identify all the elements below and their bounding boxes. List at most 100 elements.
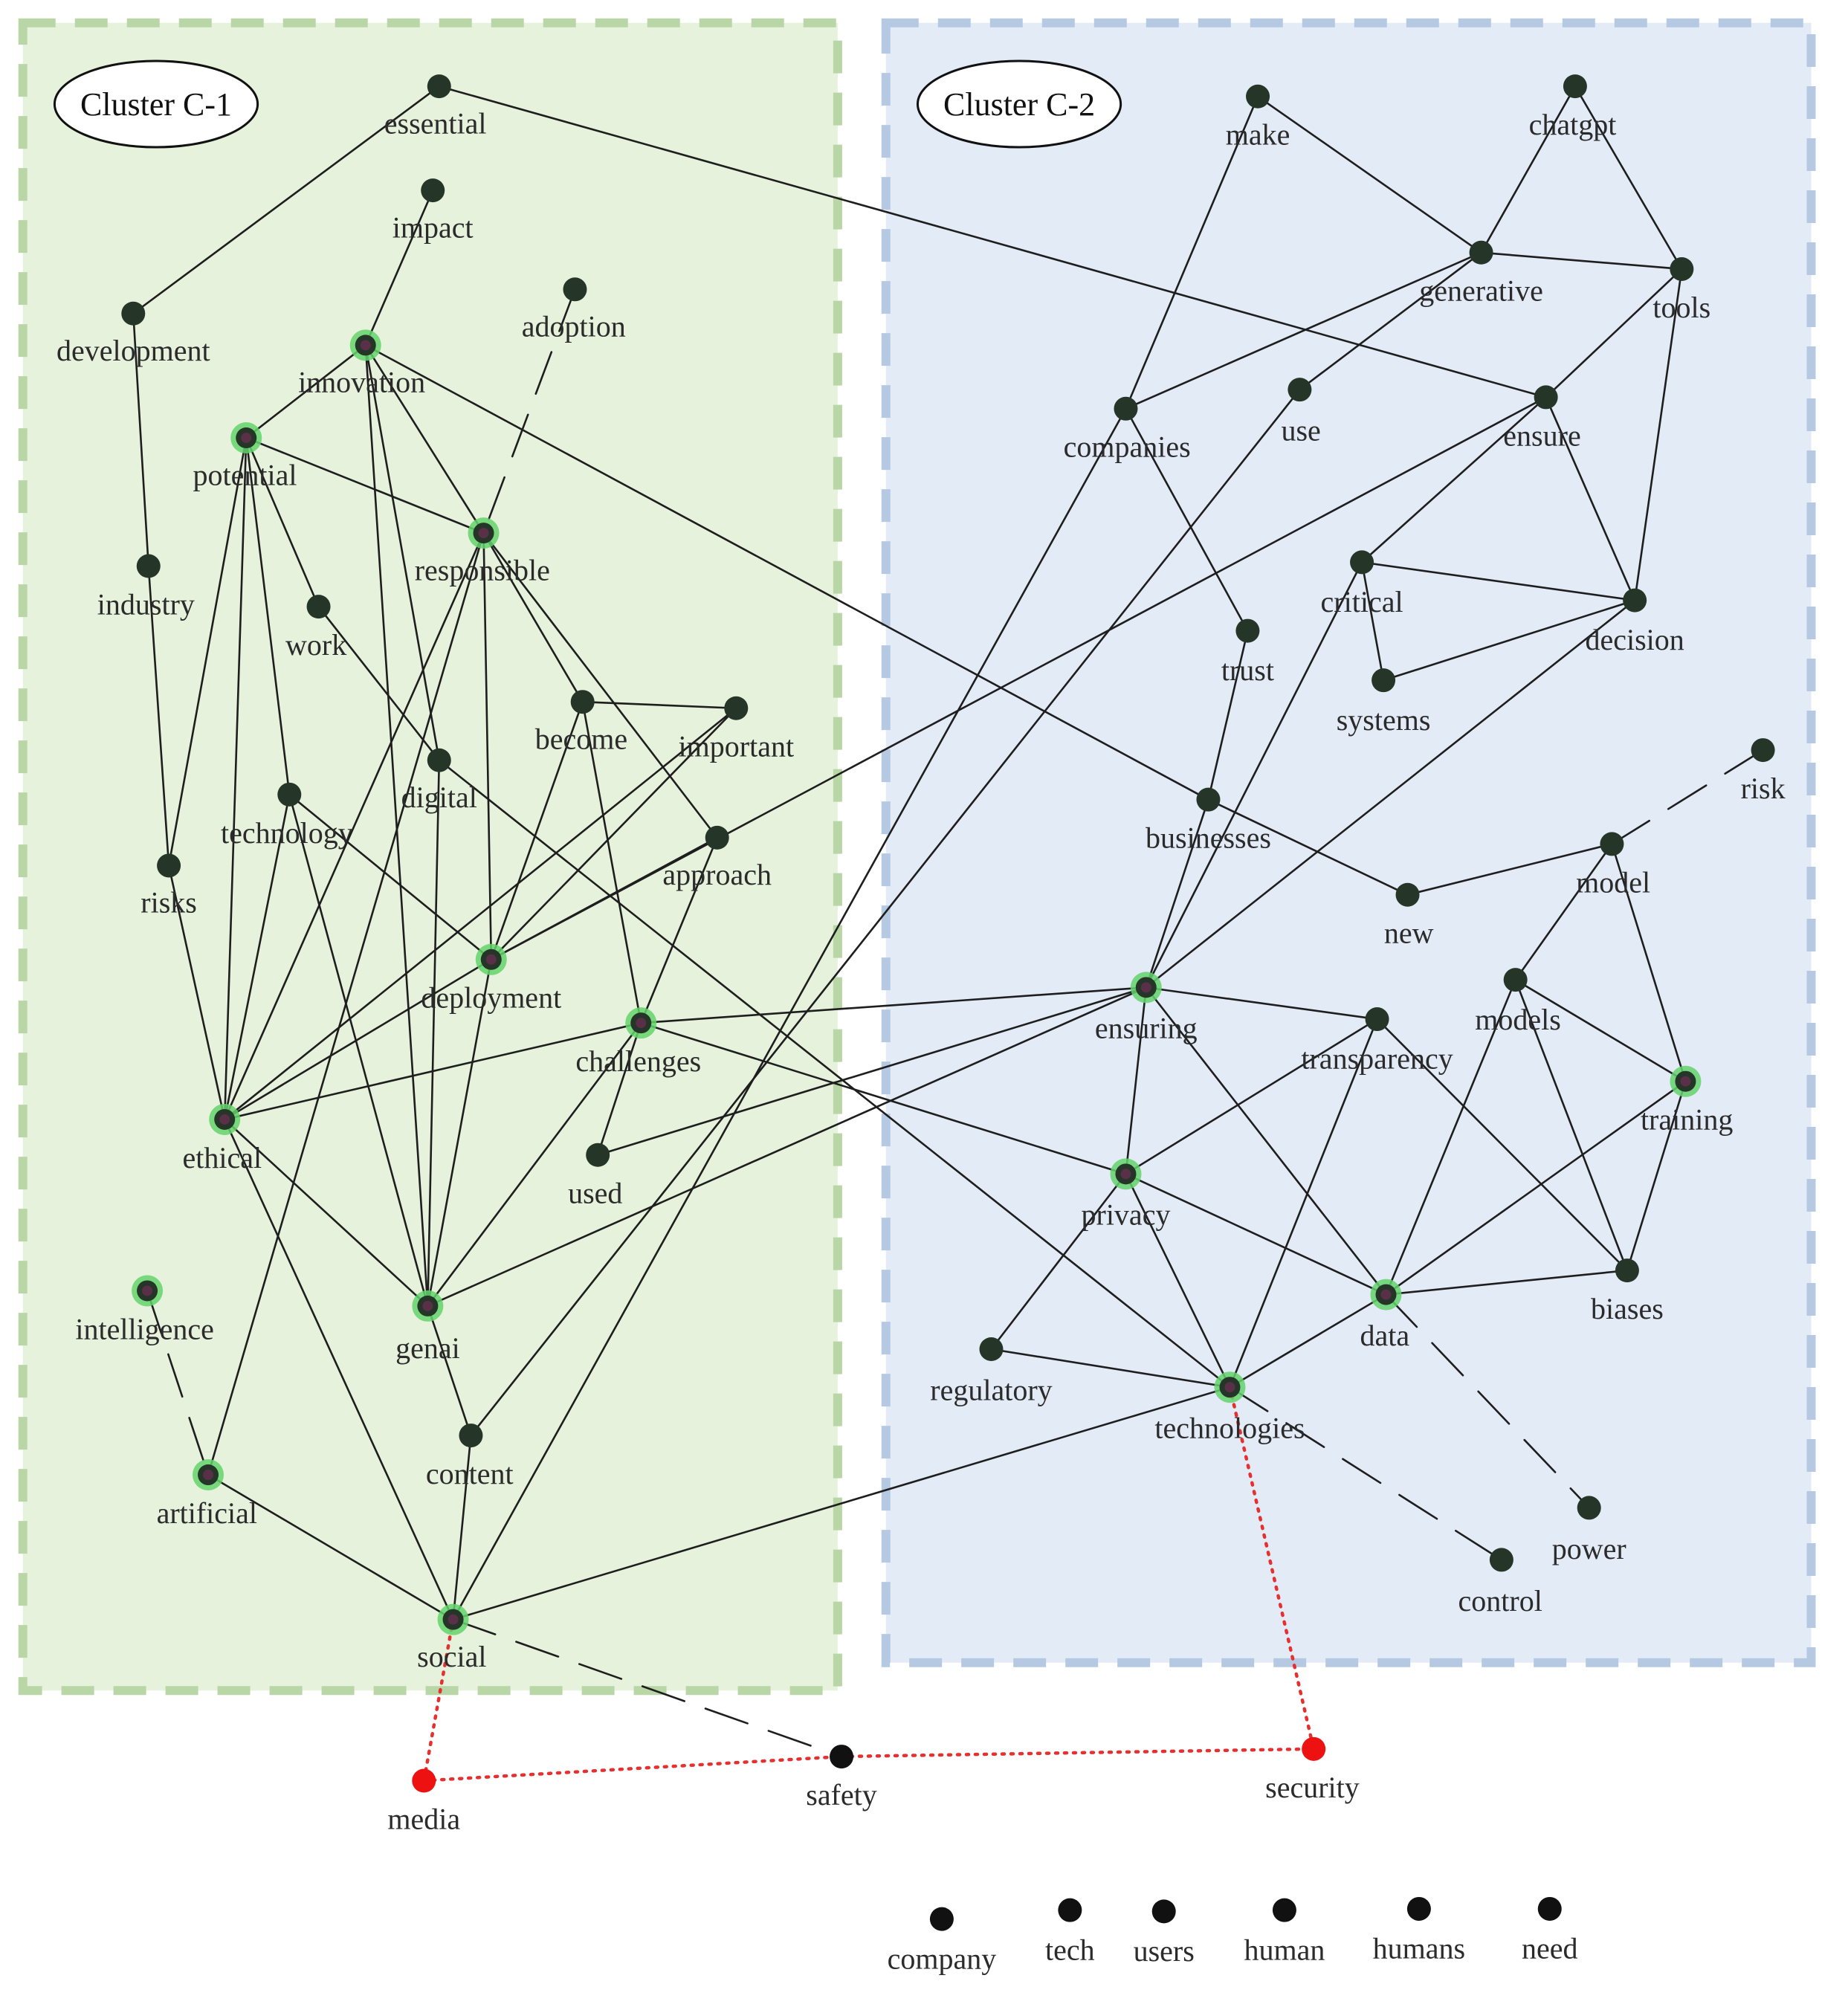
node-core-potential xyxy=(241,433,252,444)
edge-essential-ensure xyxy=(438,85,1547,398)
node-essential xyxy=(427,74,451,99)
edge-tools-decision xyxy=(1633,268,1683,601)
edge-responsible-deployment xyxy=(482,531,493,961)
edge-make-generative xyxy=(1256,95,1482,254)
legend-marker-tech xyxy=(1058,1898,1082,1922)
node-regulatory xyxy=(979,1337,1004,1361)
node-label-companies: companies xyxy=(1064,430,1191,464)
legend-label-need: need xyxy=(1522,1932,1578,1965)
edge-make-companies xyxy=(1125,95,1259,410)
edge-digital-technologies xyxy=(438,759,1231,1389)
node-core-ensuring xyxy=(1140,982,1151,993)
node-label-model: model xyxy=(1576,865,1650,899)
edge-potential-risks xyxy=(167,436,248,867)
node-risk xyxy=(1751,738,1775,763)
edge-intelligence-artificial xyxy=(146,1290,210,1476)
edge-technology-genai xyxy=(288,793,429,1308)
edge-critical-decision xyxy=(1360,561,1636,601)
node-tools xyxy=(1670,256,1694,281)
cluster-region-c1 xyxy=(18,18,842,1696)
edge-risks-ethical xyxy=(167,865,226,1121)
node-label-use: use xyxy=(1281,414,1320,447)
node-core-data xyxy=(1380,1289,1392,1300)
node-make xyxy=(1246,84,1270,109)
node-label-systems: systems xyxy=(1337,703,1431,737)
cluster-badge-c2 xyxy=(916,59,1122,149)
edge-data-power xyxy=(1385,1293,1590,1509)
edge-social-companies xyxy=(452,407,1127,1620)
label-layer: essentialimpactdevelopmentinnovationadop… xyxy=(56,106,1786,1835)
node-model xyxy=(1600,832,1624,856)
edge-transparency-biases xyxy=(1376,1018,1629,1272)
node-become xyxy=(570,690,595,714)
node-adoption xyxy=(563,277,587,302)
edge-challenges-genai xyxy=(427,1021,642,1308)
edge-companies-trust xyxy=(1125,407,1249,632)
node-content xyxy=(459,1424,483,1448)
node-label-content: content xyxy=(426,1457,514,1490)
edge-models-biases xyxy=(1514,978,1629,1272)
edge-important-deployment xyxy=(490,707,737,961)
cluster-label-c2: Cluster C-2 xyxy=(943,86,1095,123)
node-new xyxy=(1395,882,1420,907)
edge-critical-systems xyxy=(1360,561,1385,682)
node-label-deployment: deployment xyxy=(421,981,561,1015)
node-used xyxy=(586,1143,610,1167)
node-layer xyxy=(121,74,1775,1793)
node-label-training: training xyxy=(1641,1103,1733,1137)
node-label-ensure: ensure xyxy=(1503,419,1580,452)
node-control xyxy=(1489,1548,1513,1572)
legend-label-users: users xyxy=(1134,1934,1195,1968)
node-label-make: make xyxy=(1226,118,1290,152)
edge-model-models xyxy=(1514,843,1613,981)
edge-social-safety xyxy=(452,1618,843,1758)
node-label-risk: risk xyxy=(1741,772,1786,805)
edge-ensure-critical xyxy=(1360,396,1547,563)
node-critical xyxy=(1350,550,1374,575)
edge-technologies-security xyxy=(1228,1385,1316,1751)
node-label-adoption: adoption xyxy=(522,310,626,343)
node-core-challenges xyxy=(636,1018,647,1029)
node-core-artificial xyxy=(203,1470,214,1481)
node-label-artificial: artificial xyxy=(157,1496,257,1530)
node-label-biases: biases xyxy=(1591,1292,1664,1325)
node-label-genai: genai xyxy=(395,1331,460,1365)
node-label-safety: safety xyxy=(806,1778,877,1812)
node-label-innovation: innovation xyxy=(298,366,425,399)
node-digital xyxy=(427,748,451,772)
legend-marker-human xyxy=(1272,1898,1296,1922)
edge-deployment-genai xyxy=(427,958,493,1308)
edge-privacy-data xyxy=(1125,1173,1387,1296)
edge-technology-ethical xyxy=(223,793,291,1121)
edge-generative-tools xyxy=(1480,251,1683,271)
edge-social-technologies xyxy=(452,1386,1231,1620)
legend-marker-need xyxy=(1537,1896,1562,1921)
node-label-regulatory: regulatory xyxy=(930,1373,1052,1406)
edge-digital-genai xyxy=(427,759,441,1308)
edge-innovation-responsible xyxy=(364,344,485,534)
node-core-innovation xyxy=(360,340,371,351)
edge-generative-companies xyxy=(1125,251,1482,410)
edge-challenges-ethical xyxy=(223,1021,642,1121)
node-label-privacy: privacy xyxy=(1082,1198,1171,1232)
node-core-intelligence xyxy=(142,1285,153,1296)
edge-essential-development xyxy=(132,85,441,315)
node-label-digital: digital xyxy=(401,781,477,814)
edge-become-challenges xyxy=(581,700,642,1024)
node-label-models: models xyxy=(1475,1003,1561,1036)
node-core-social xyxy=(448,1614,459,1625)
edge-deployment-ethical xyxy=(223,958,493,1121)
node-label-technologies: technologies xyxy=(1154,1412,1305,1445)
edge-critical-ensuring xyxy=(1145,561,1363,989)
legend-label-human: human xyxy=(1244,1933,1325,1966)
edge-challenges-privacy xyxy=(639,1021,1127,1175)
edge-trust-businesses xyxy=(1207,630,1249,801)
node-power xyxy=(1577,1496,1601,1520)
node-label-media: media xyxy=(387,1802,460,1835)
node-generative xyxy=(1469,240,1493,265)
edge-generative-use xyxy=(1299,251,1482,391)
node-label-generative: generative xyxy=(1419,274,1543,308)
edge-artificial-social xyxy=(207,1473,454,1620)
edge-responsible-ethical xyxy=(223,531,485,1121)
node-label-data: data xyxy=(1360,1319,1409,1352)
